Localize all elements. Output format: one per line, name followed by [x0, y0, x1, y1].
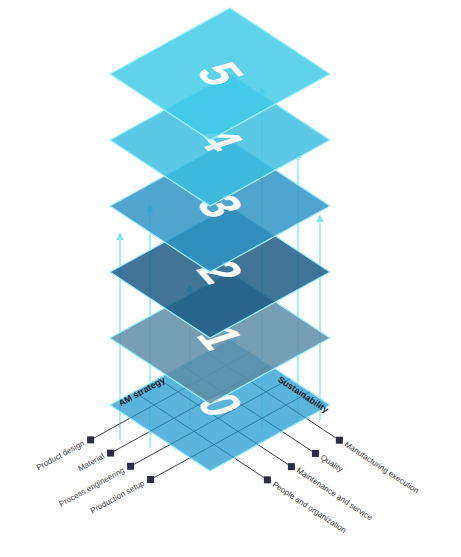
leader-line — [91, 418, 130, 440]
marker-square — [336, 437, 343, 444]
rising-arrow — [319, 216, 320, 420]
layer-plane: 5 — [110, 8, 330, 140]
label-text: Material — [77, 452, 106, 474]
leader-line — [151, 458, 190, 480]
layer-grid — [130, 352, 310, 458]
layer-face — [110, 339, 330, 471]
dimension-label: Manufacturing execution — [343, 441, 420, 496]
label-text: Manufacturing execution — [343, 440, 421, 496]
marker-square — [107, 450, 114, 457]
marker-square — [288, 463, 295, 470]
leader-line — [306, 418, 339, 440]
marker-square — [312, 450, 319, 457]
dimension-label: People and organization — [271, 480, 347, 534]
leader-line — [282, 431, 315, 453]
label-text: Maintenance and service — [295, 466, 374, 523]
marker-square — [147, 476, 154, 483]
dimension-label: Quality — [319, 454, 344, 474]
marker-square — [87, 436, 94, 443]
label-text: Quality — [319, 453, 345, 474]
leader-line — [234, 458, 267, 480]
leader-line — [111, 431, 150, 453]
marker-square — [127, 463, 134, 470]
marker-square — [264, 476, 271, 483]
dimension-label: Maintenance and service — [295, 467, 374, 523]
leader-line — [258, 445, 291, 467]
label-text: People and organization — [271, 480, 348, 535]
dimension-label: Material — [78, 453, 107, 474]
leader-line — [131, 445, 170, 467]
